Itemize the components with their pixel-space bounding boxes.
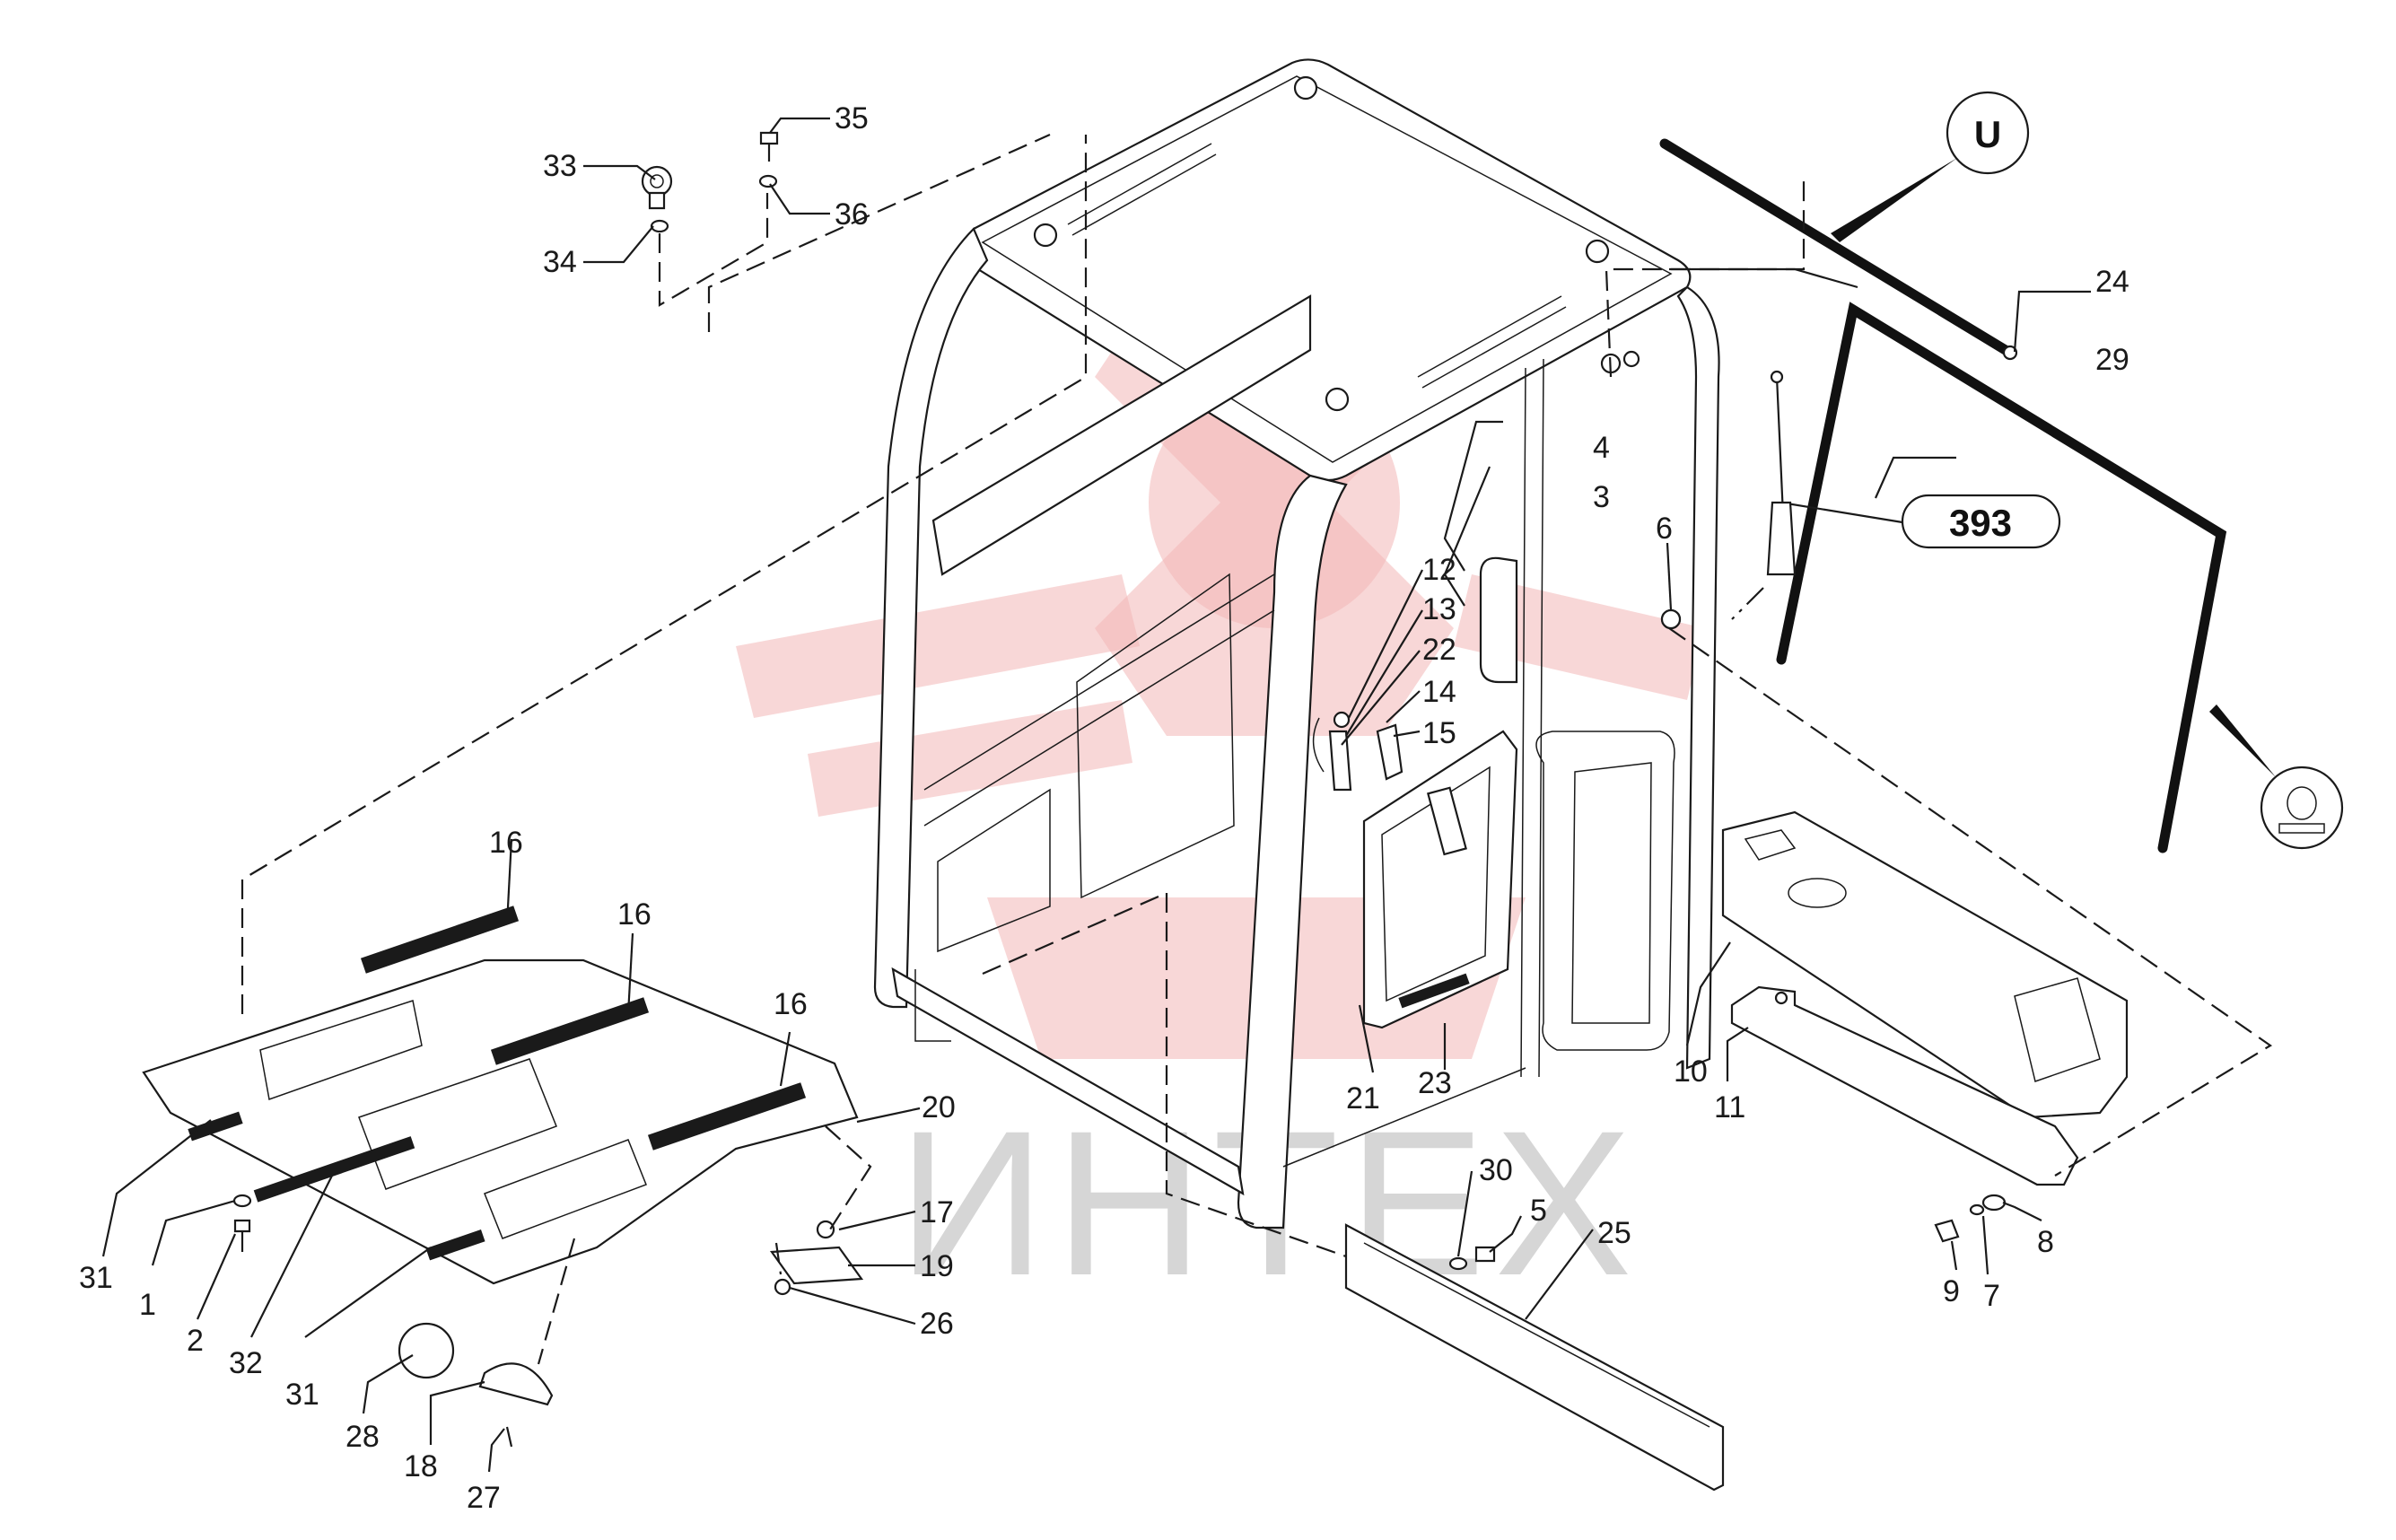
callout-21: 21 <box>1346 1081 1380 1116</box>
callout-19: 19 <box>920 1249 954 1283</box>
floor-mat <box>142 906 859 1285</box>
bracket-11 <box>1730 985 2079 1186</box>
callout-33: 33 <box>543 149 577 183</box>
callout-35: 35 <box>835 101 869 136</box>
callout-18: 18 <box>404 1449 438 1483</box>
callout-17: 17 <box>920 1195 954 1229</box>
callout-14: 14 <box>1422 675 1456 709</box>
callout-1: 1 <box>139 1288 156 1322</box>
callout-36: 36 <box>835 197 869 232</box>
reference-badge-393: 393 <box>1780 494 2061 549</box>
seal-profile-symbol-icon <box>2209 704 2344 850</box>
mounting-strip-25 <box>1344 1223 1725 1492</box>
callout-25: 25 <box>1597 1216 1631 1250</box>
seal-strip-24 <box>1659 138 2018 361</box>
callout-labels: 33 34 35 36 12 13 22 14 15 4 3 6 24 29 1… <box>79 101 2129 1515</box>
callout-24: 24 <box>2095 265 2129 299</box>
callout-20: 20 <box>922 1090 956 1124</box>
cab-frame <box>873 58 1720 1229</box>
callout-10: 10 <box>1674 1054 1708 1089</box>
callout-5: 5 <box>1530 1194 1547 1228</box>
door-handle-assembly <box>1312 711 1403 792</box>
callout-29: 29 <box>2095 343 2129 377</box>
seal-strip-29 <box>1776 302 2227 853</box>
svg-text:U: U <box>1974 113 2001 155</box>
callout-16-b: 16 <box>617 897 651 932</box>
u-profile-symbol: U <box>1831 91 2030 242</box>
antenna <box>1731 370 1797 620</box>
callout-4: 4 <box>1593 431 1610 465</box>
callout-16-a: 16 <box>489 826 523 860</box>
svg-text:393: 393 <box>1949 502 2012 544</box>
fasteners <box>232 131 2007 1448</box>
callout-12: 12 <box>1422 553 1456 587</box>
callout-13: 13 <box>1422 592 1456 626</box>
leader-lines <box>101 117 2091 1473</box>
assembly-lines <box>240 133 2273 1365</box>
callout-30: 30 <box>1479 1153 1513 1187</box>
callout-2: 2 <box>187 1324 204 1358</box>
callout-16-c: 16 <box>774 987 808 1021</box>
callout-32: 32 <box>229 1346 263 1380</box>
callout-28: 28 <box>345 1420 380 1454</box>
callout-31-a: 31 <box>79 1261 113 1295</box>
callout-27: 27 <box>467 1481 501 1515</box>
callout-6: 6 <box>1656 512 1673 546</box>
callout-11: 11 <box>1714 1090 1745 1124</box>
callout-9: 9 <box>1943 1274 1960 1308</box>
callout-23: 23 <box>1418 1066 1452 1100</box>
callout-34: 34 <box>543 245 577 279</box>
callout-3: 3 <box>1593 480 1610 514</box>
callout-26: 26 <box>920 1307 954 1341</box>
side-console-10 <box>1721 810 2129 1119</box>
callout-31-b: 31 <box>285 1378 319 1412</box>
callout-22: 22 <box>1422 633 1456 667</box>
callout-8: 8 <box>2037 1225 2054 1259</box>
callout-15: 15 <box>1422 716 1456 750</box>
callout-7: 7 <box>1983 1279 2000 1313</box>
